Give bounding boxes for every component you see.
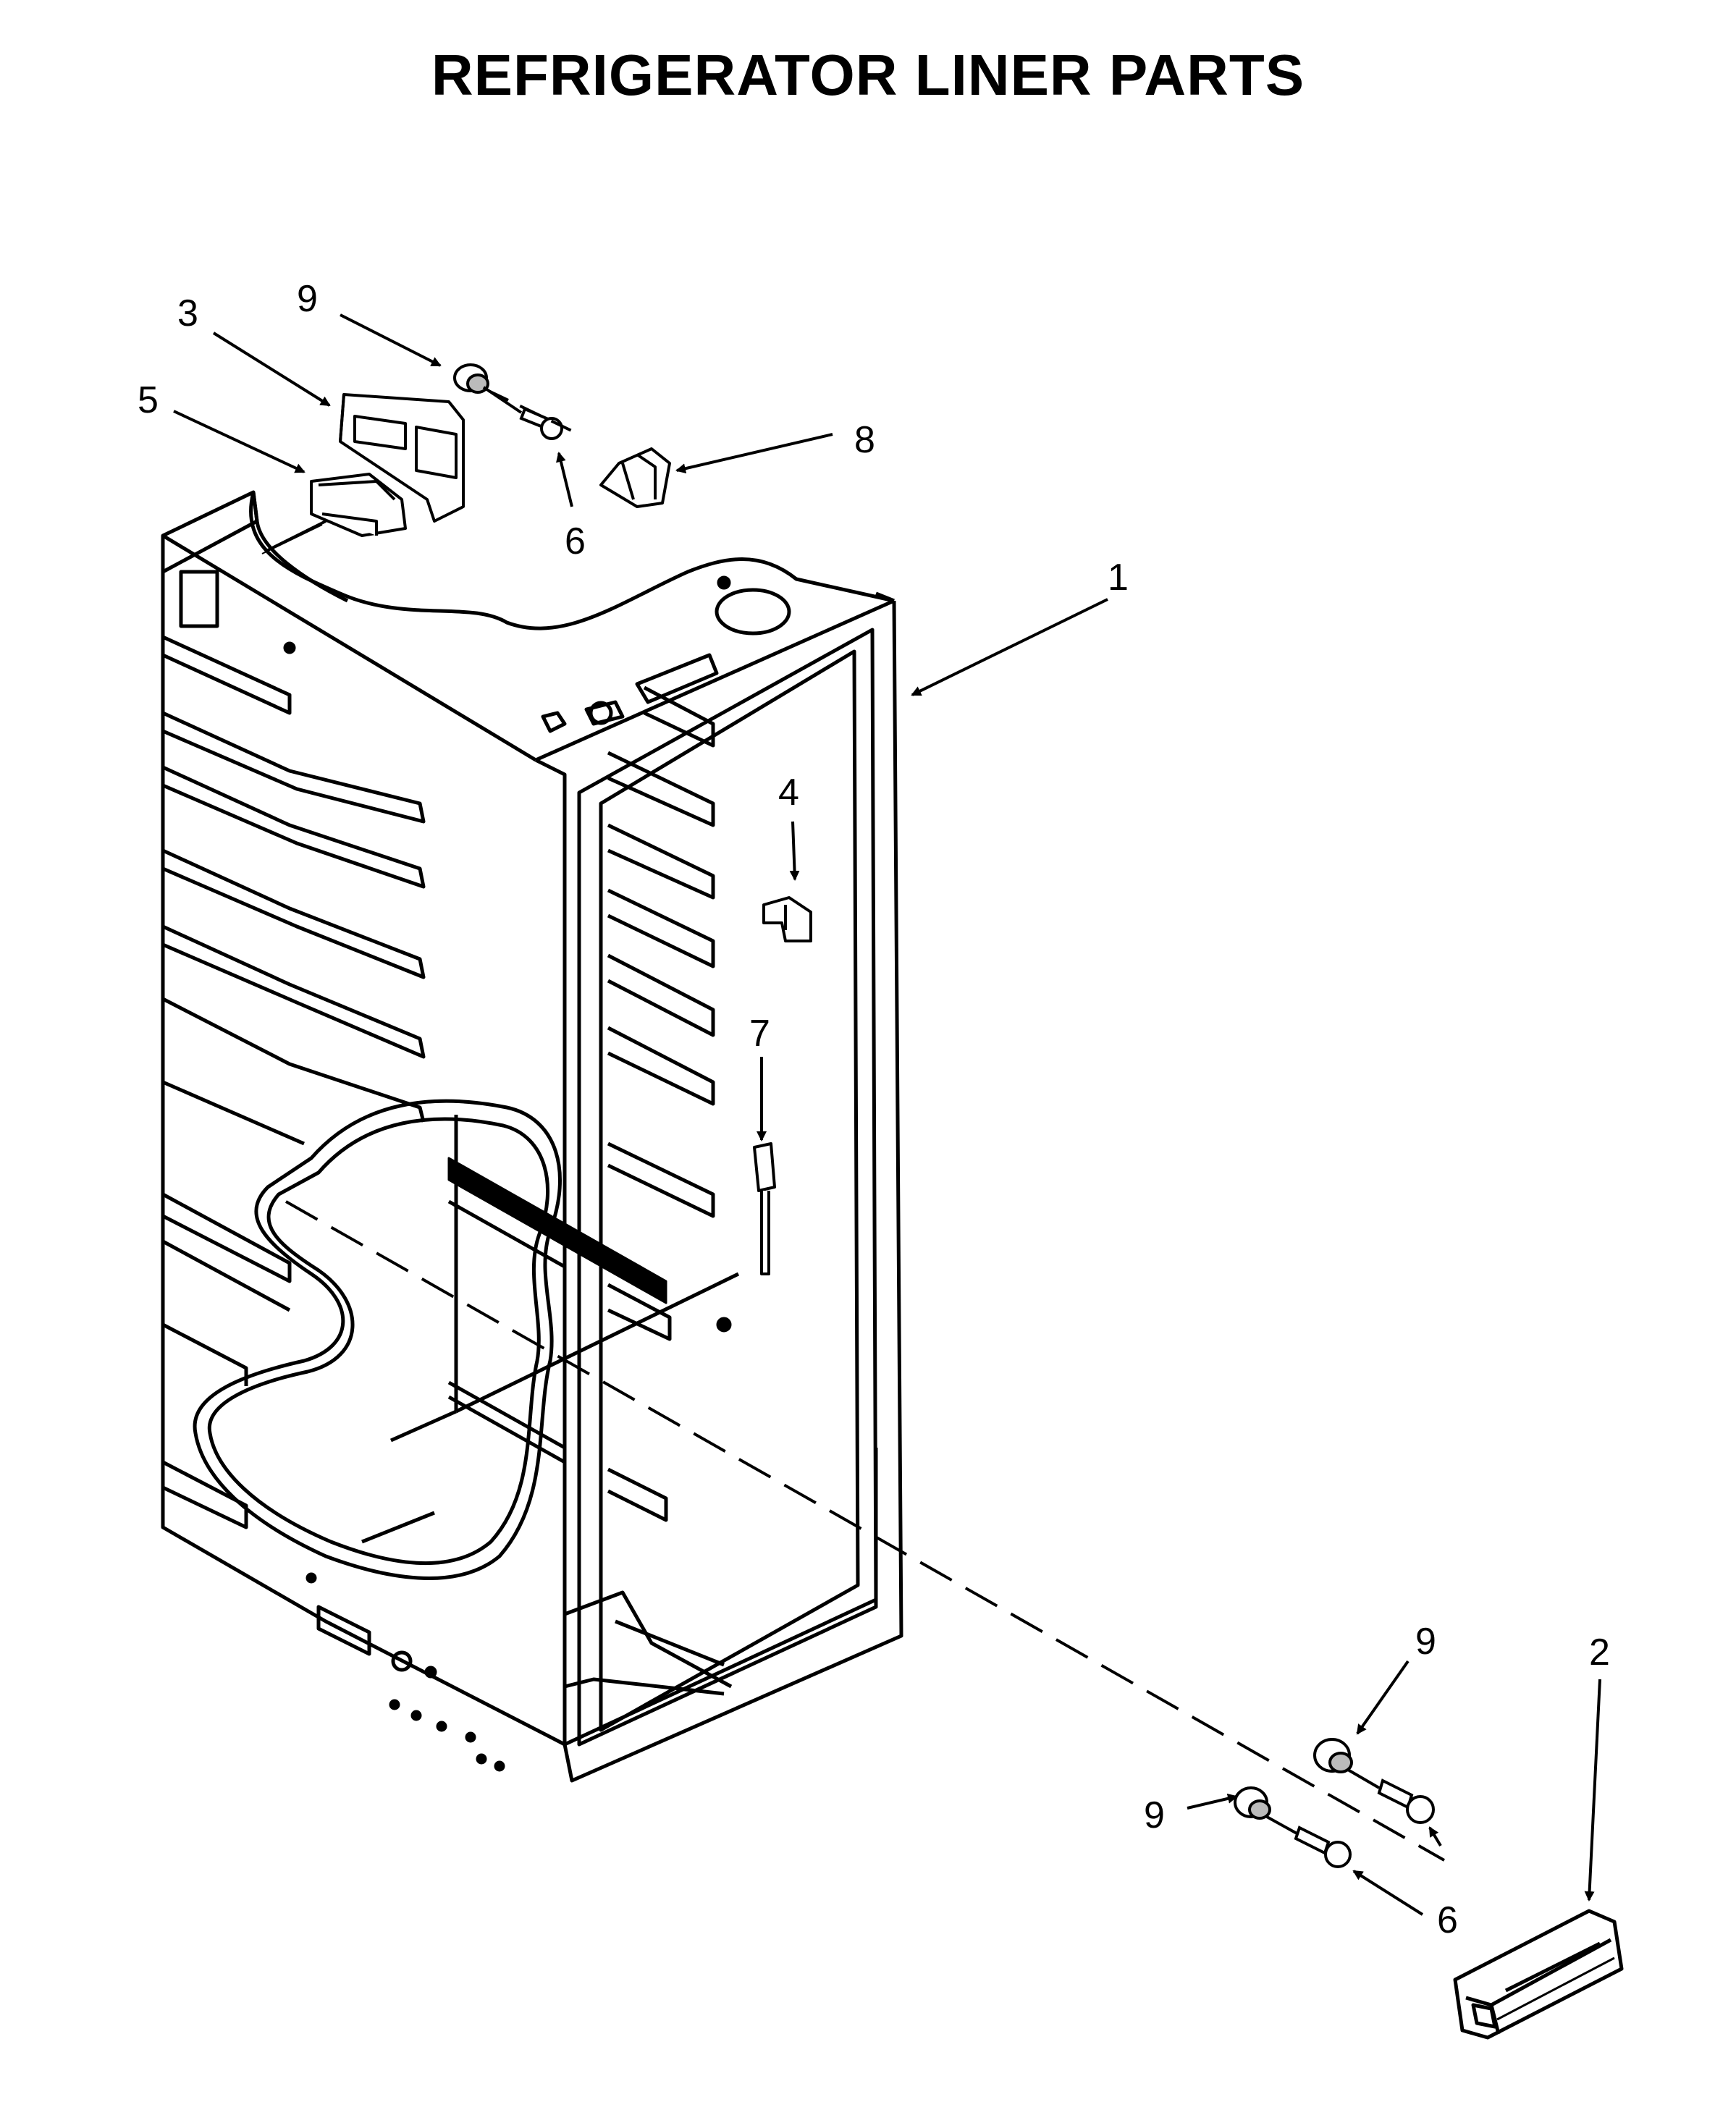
callout-8: 8	[854, 419, 875, 461]
right-wall-ribs	[607, 685, 715, 1522]
callout-4: 4	[778, 772, 799, 814]
part-7-thermistor	[753, 1142, 776, 1275]
part-3-control-housing	[339, 393, 465, 523]
callout-6-bottom: 6	[1437, 1899, 1458, 1941]
callout-2: 2	[1589, 1632, 1610, 1673]
part-5-connector	[261, 473, 407, 554]
top-panel-features	[541, 588, 791, 733]
part-8-cover	[599, 447, 671, 508]
liner-bottom	[283, 575, 733, 1772]
assembly-dashed-line	[285, 1200, 1445, 1862]
page-title: REFRIGERATOR LINER PARTS	[431, 43, 1305, 107]
part-4-switch	[762, 896, 812, 942]
callout-9-bottom-left: 9	[1144, 1794, 1165, 1836]
callout-3: 3	[177, 292, 198, 334]
part-6-screw-bottom-right	[1377, 1778, 1435, 1824]
part-9-plug-bottom-left	[1234, 1786, 1300, 1836]
part-9-plug-bottom-right	[1313, 1738, 1381, 1789]
liner-part	[161, 490, 903, 1783]
part-9-plug-top	[453, 363, 523, 414]
callout-1: 1	[1108, 557, 1129, 599]
cutaway-window	[193, 1099, 667, 1580]
callout-6-top: 6	[565, 520, 586, 562]
part-6-screw-bottom-left	[1294, 1825, 1352, 1868]
leader-arrows	[173, 313, 1601, 1916]
callout-7: 7	[749, 1013, 770, 1055]
callout-5: 5	[138, 379, 159, 421]
callout-9-top: 9	[297, 278, 318, 320]
part-2-bottom-cover	[1453, 1909, 1624, 2040]
left-wall-ribs	[161, 570, 426, 1656]
assembly-dashed-line-top	[488, 389, 580, 436]
callout-9-bottom-right: 9	[1415, 1621, 1436, 1663]
